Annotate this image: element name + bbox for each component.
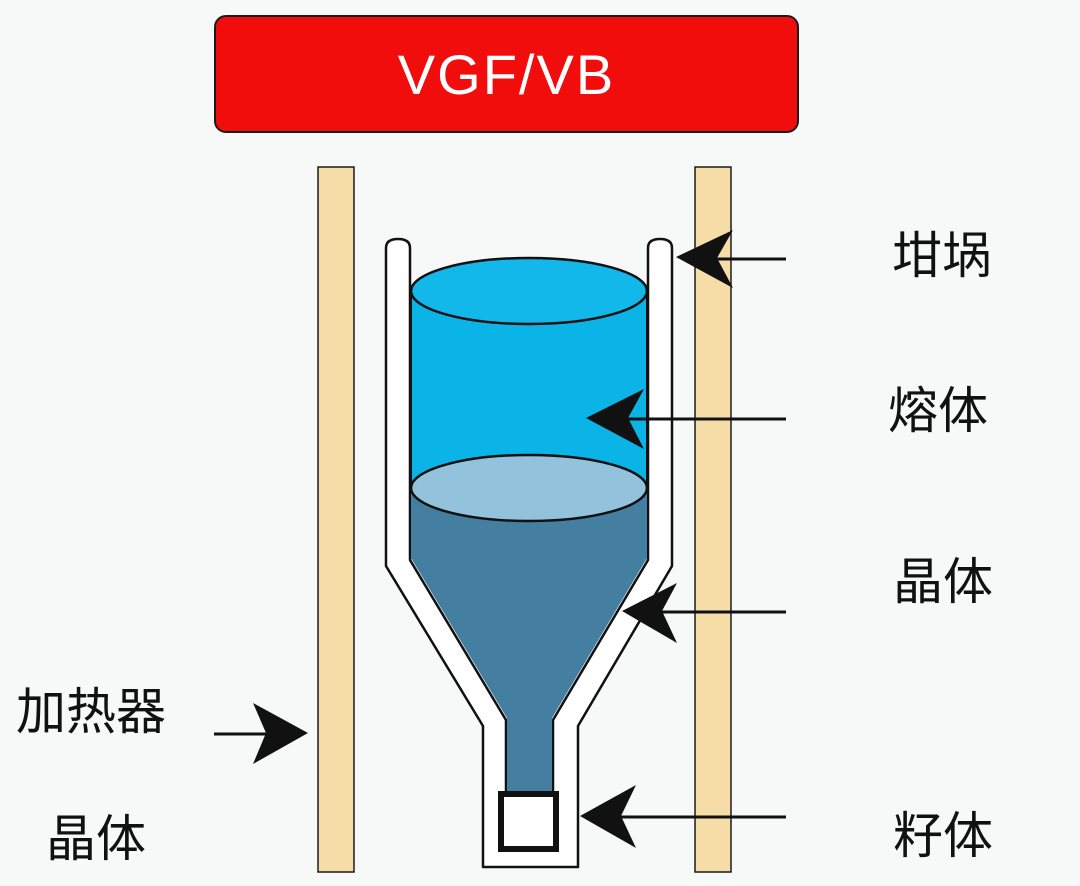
melt-top-surface	[409, 256, 649, 326]
seed-crystal	[498, 791, 559, 852]
label-crystal-right: 晶体	[893, 553, 993, 611]
heater-right	[694, 166, 732, 873]
crucible-wall	[384, 237, 674, 869]
title-banner: VGF/VB	[214, 15, 799, 133]
title-text: VGF/VB	[397, 42, 616, 106]
label-heater: 加热器	[16, 683, 166, 741]
arrow-melt	[586, 389, 786, 449]
heater-left	[317, 166, 355, 873]
arrow-crucible	[676, 230, 786, 288]
label-crystal-left: 晶体	[46, 810, 146, 868]
arrow-crystal	[622, 583, 786, 643]
label-melt: 熔体	[888, 382, 988, 440]
crystal-region	[411, 488, 647, 793]
label-seed: 籽体	[893, 807, 993, 865]
label-crucible: 坩埚	[892, 227, 992, 285]
melt-crystal-interface	[409, 453, 649, 523]
arrow-heater	[214, 703, 308, 764]
arrow-seed	[580, 785, 786, 848]
